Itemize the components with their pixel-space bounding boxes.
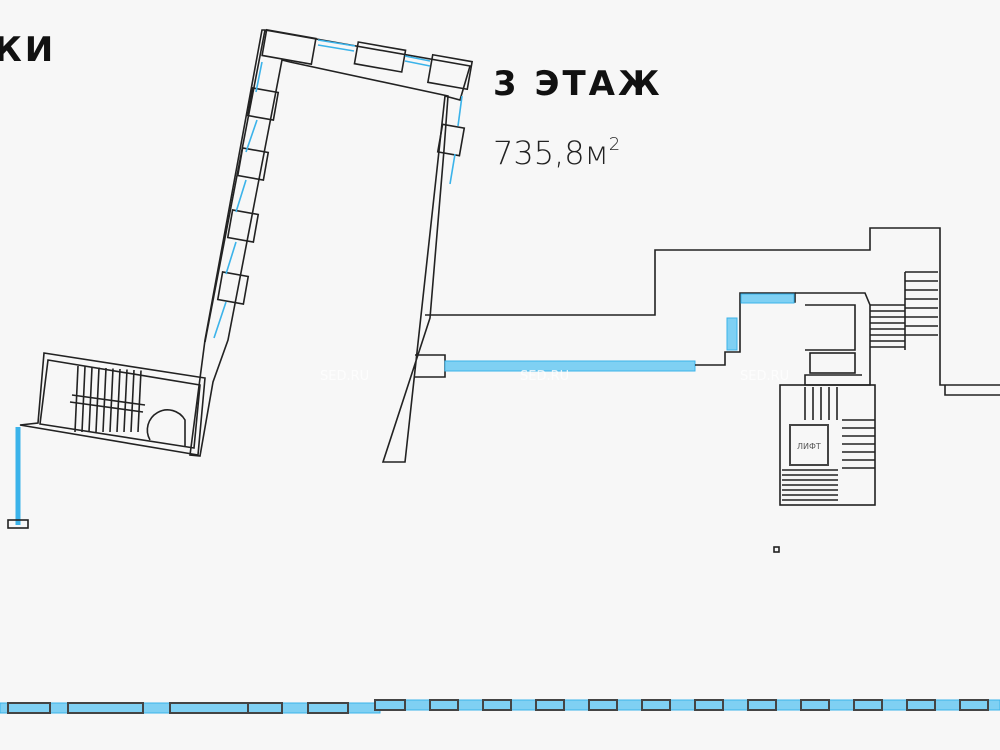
floor-area: 735,8м2 (493, 134, 620, 172)
facade-pier (374, 699, 406, 711)
tower-walls (189, 28, 474, 463)
corridor-walls: ЛИФТ (415, 227, 1000, 553)
area-unit: 2 (608, 134, 621, 155)
facade-pier (67, 702, 144, 714)
watermarks: SED.RU SED.RU SED.RU (320, 369, 789, 384)
facade-pier (307, 702, 349, 714)
stair-step (123, 369, 128, 433)
facade-pier (906, 699, 936, 711)
stair-step (74, 365, 79, 433)
section-heading-cut: КИ (0, 30, 57, 70)
facade-pier (853, 699, 883, 711)
facade-pier (7, 702, 51, 714)
facade-pier (747, 699, 777, 711)
stair-step (69, 401, 144, 413)
lift-shaft (789, 424, 829, 466)
stair-step (95, 367, 100, 433)
floor-title: 3 ЭТАЖ (493, 64, 663, 104)
facade-pier (482, 699, 512, 711)
stair-step (81, 366, 86, 433)
facade-pier (800, 699, 830, 711)
watermark: SED.RU (520, 369, 569, 384)
facade-pier (535, 699, 565, 711)
watermark: SED.RU (740, 369, 789, 384)
facade-pier (959, 699, 989, 711)
stair-step (71, 394, 146, 406)
area-value: 735,8м (493, 134, 609, 172)
left-stairwell (7, 352, 206, 529)
facade-window (0, 702, 381, 714)
stair-step (130, 369, 135, 433)
stair-step (116, 368, 121, 433)
lift-label: ЛИФТ (797, 442, 821, 451)
facade-pier (641, 699, 671, 711)
stair-step (88, 366, 93, 433)
facade-pier (247, 702, 283, 714)
facade-strip (0, 699, 1000, 714)
watermark: SED.RU (320, 369, 369, 384)
facade-pier (429, 699, 459, 711)
facade-pier (588, 699, 618, 711)
stair-step (137, 370, 142, 433)
facade-pier (694, 699, 724, 711)
